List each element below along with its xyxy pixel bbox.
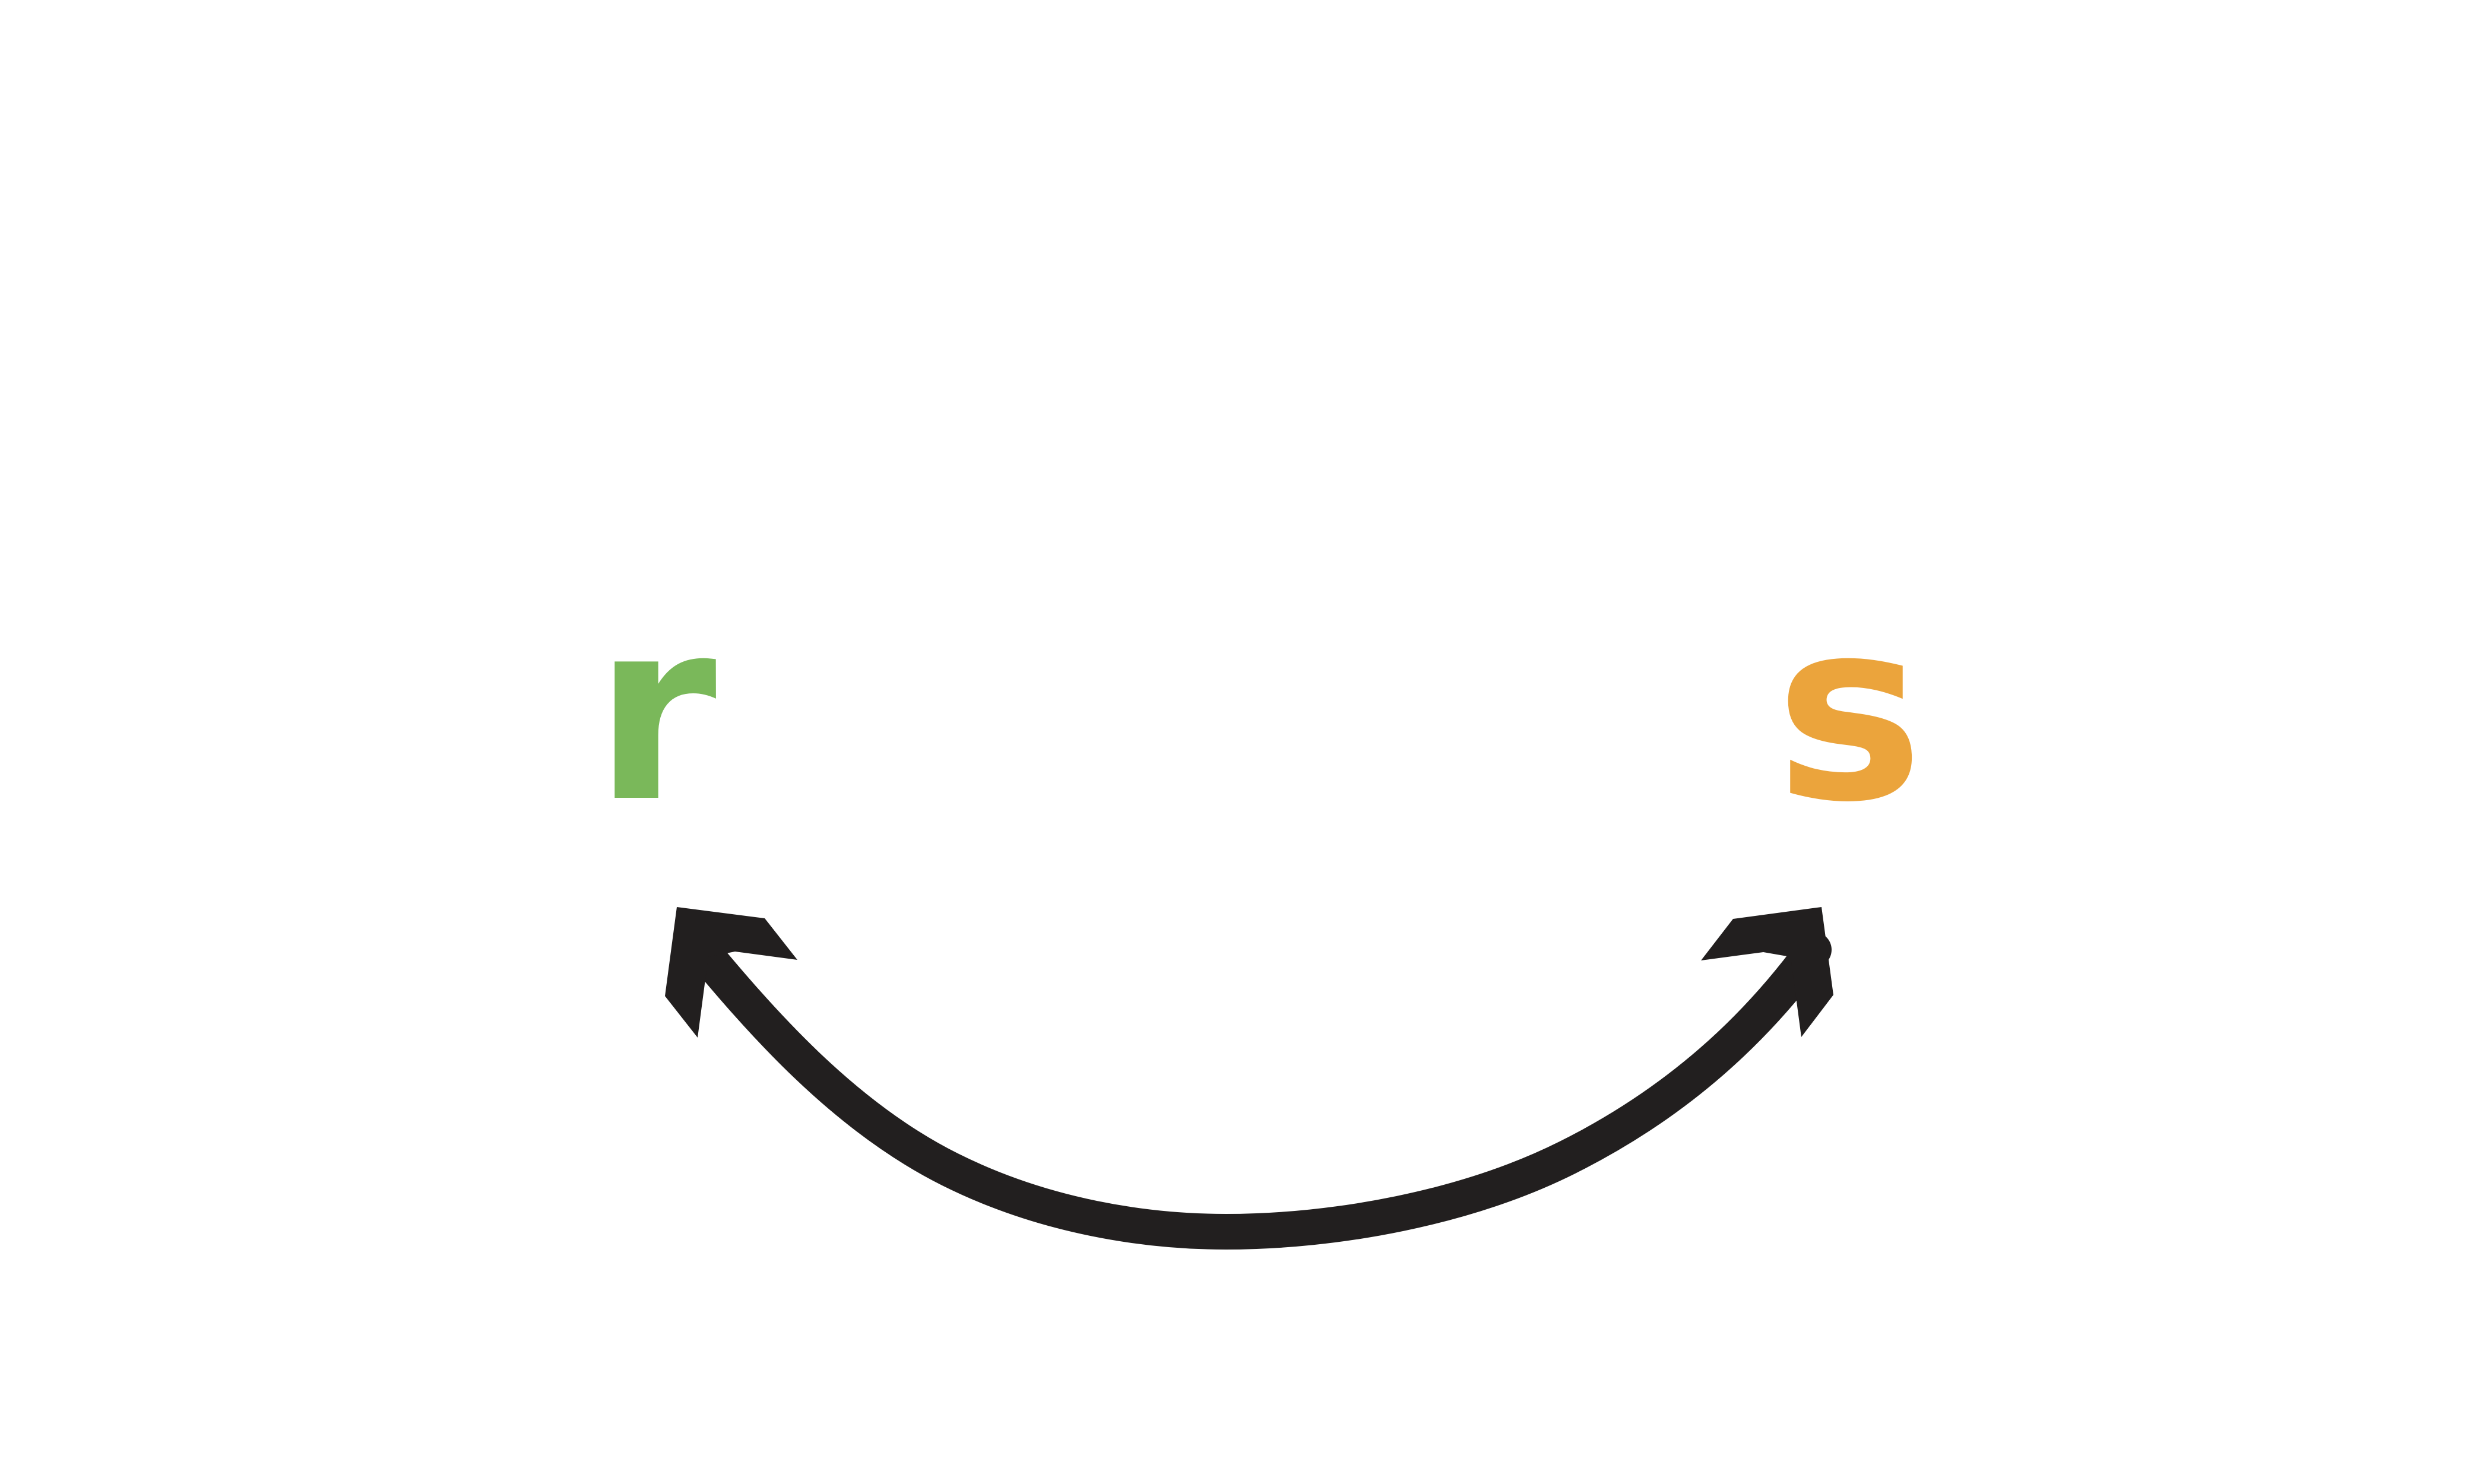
arrow-curve (674, 920, 1832, 1250)
label-s: s (1775, 567, 1924, 857)
left-arrowhead (665, 907, 797, 1038)
right-arrowhead (1701, 907, 1833, 1037)
label-r: r (594, 567, 717, 857)
